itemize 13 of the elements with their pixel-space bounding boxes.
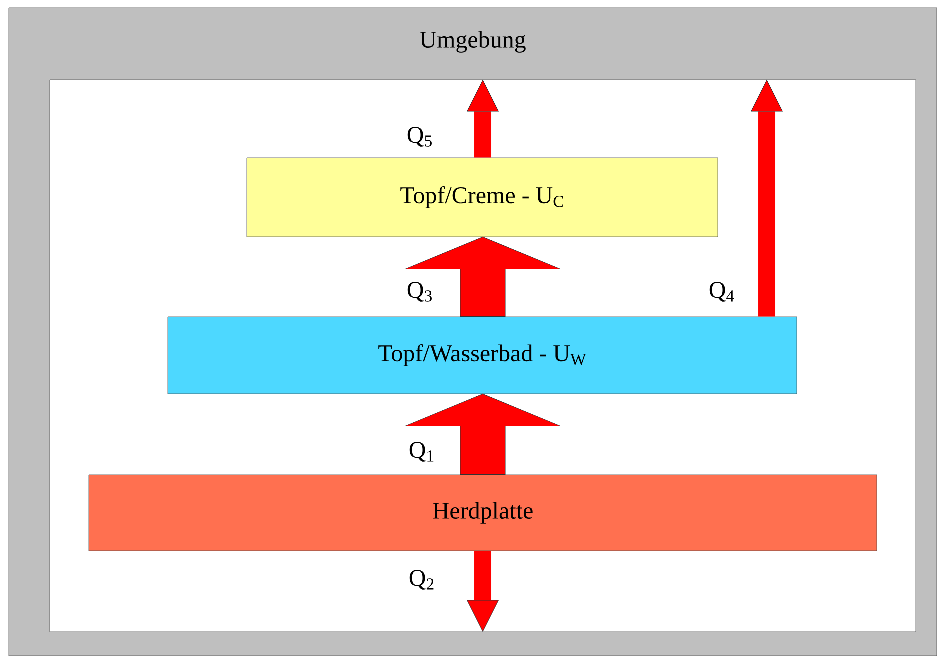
water-bath-box: Topf/Wasserbad - U$_{W}$ — [168, 316, 798, 394]
block-arrow — [405, 394, 561, 476]
arrow — [467, 551, 499, 632]
edge-label: Q$_{4}$ — [710, 282, 734, 302]
block-arrow — [405, 236, 561, 318]
cream-pot-box: Topf/Creme - U$_{C}$ — [246, 158, 718, 238]
edge-label: Q$_{3}$ — [408, 282, 432, 302]
arrow — [467, 80, 499, 158]
hotplate-box: Herdplatte — [88, 474, 878, 552]
arrow — [751, 80, 783, 317]
edge-label: Q$_{5}$ — [408, 127, 432, 147]
edge-label: Q$_{1}$ — [410, 442, 434, 462]
edge-label: Q$_{2}$ — [410, 570, 434, 590]
